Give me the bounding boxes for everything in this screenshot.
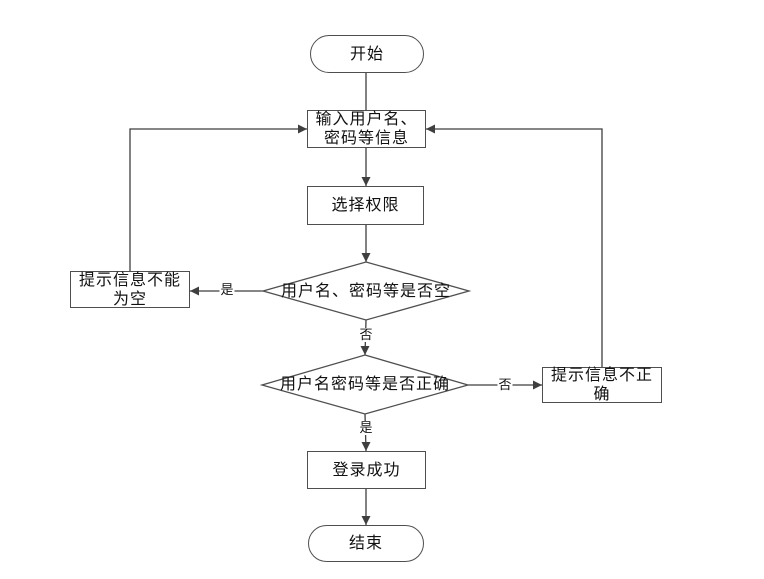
arrowhead-into-check-correct: [360, 346, 370, 355]
select-permission-node: 选择权限: [307, 186, 424, 225]
arrowhead-into-select: [361, 177, 371, 186]
prompt-empty-node: 提示信息不能 为空: [70, 271, 190, 308]
edge-label-correct-yes: 是: [358, 420, 374, 435]
end-node-label: 结束: [348, 535, 383, 552]
arrowhead-into-check-empty: [361, 253, 371, 262]
edge-label-empty-no: 否: [358, 327, 374, 342]
login-success-node: 登录成功: [307, 451, 426, 489]
input-info-node-label: 输入用户名、 密码等信息: [315, 111, 418, 147]
edge-label-empty-yes: 是: [219, 282, 235, 297]
edge-label-correct-no: 否: [497, 377, 513, 392]
start-node-label: 开始: [349, 45, 384, 63]
start-node: 开始: [310, 35, 424, 73]
arrowhead-into-success: [361, 442, 371, 451]
arrowhead-into-end: [361, 516, 371, 525]
arrowhead-into-prompt-empty: [190, 286, 199, 296]
arrowhead-into-prompt-incorrect: [533, 380, 542, 390]
check-empty-diamond: [260, 261, 472, 321]
arrowhead-loop-into-input-right: [426, 124, 435, 134]
input-info-node: 输入用户名、 密码等信息: [307, 110, 426, 148]
prompt-empty-node-label: 提示信息不能 为空: [78, 271, 181, 308]
login-success-node-label: 登录成功: [332, 461, 401, 479]
edge-prompt-incorrect-loop: [426, 128, 603, 367]
prompt-incorrect-node-label: 提示信息不正 确: [550, 367, 653, 403]
end-node: 结束: [308, 525, 424, 562]
edge-prompt-empty-loop: [129, 128, 307, 271]
select-permission-node-label: 选择权限: [331, 197, 400, 214]
arrowhead-loop-into-input-left: [298, 124, 307, 134]
check-correct-diamond: [259, 354, 471, 415]
prompt-incorrect-node: 提示信息不正 确: [542, 367, 662, 403]
